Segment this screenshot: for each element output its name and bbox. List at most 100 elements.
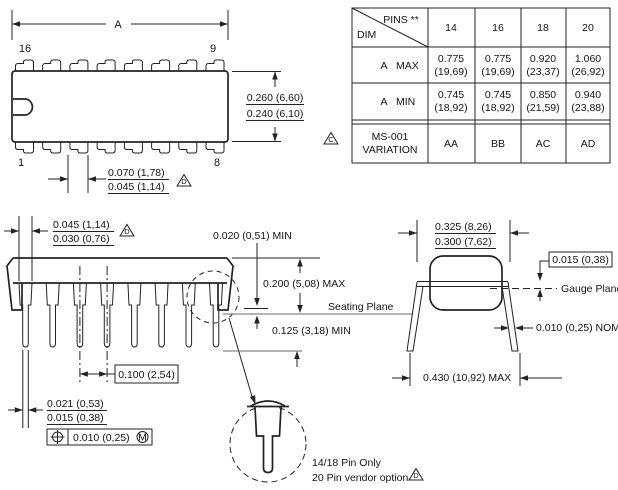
note-triangle-d-icon: D [119, 224, 135, 237]
svg-text:(19,69): (19,69) [434, 66, 467, 78]
svg-text:(23,37): (23,37) [526, 66, 559, 78]
svg-text:MAX: MAX [396, 60, 419, 72]
standoff-min: 0.020 (0,51) MIN [213, 230, 292, 242]
side-view: 0.045 (1,14) 0.030 (0,76) D [4, 216, 412, 446]
true-position-icon [50, 430, 65, 444]
top-view-pins-top [15, 59, 225, 72]
pin-8-label: 8 [214, 157, 220, 169]
lead-detail-view: 14/18 Pin Only 20 Pin vendor option D [229, 400, 424, 484]
body-width-max: 0.260 (6,60) [247, 92, 304, 104]
header-diagonal [351, 7, 429, 48]
svg-text:C: C [328, 135, 334, 144]
dim-row-spacing: 0.325 (8,26) 0.300 (7,62) [398, 220, 529, 262]
dim-pitch: 0.100 (2,54) [79, 364, 179, 384]
overall-span-max: 0.430 (10,92) MAX [423, 372, 511, 384]
tip-width-min: 0.015 (0,38) [47, 412, 104, 424]
row-spacing-max: 0.325 (8,26) [435, 221, 492, 233]
svg-text:M: M [138, 432, 147, 444]
svg-text:(21,59): (21,59) [526, 102, 559, 114]
lead-thickness-nom: 0.010 (0,25) NOM [536, 322, 618, 334]
dim-lead-width: 0.070 (1,78) 0.045 (1,14) D [48, 155, 192, 194]
svg-text:(23,88): (23,88) [571, 102, 604, 114]
detail-note-line1: 14/18 Pin Only [312, 457, 382, 469]
lead-below-min: 0.125 (3,18) MIN [272, 325, 351, 337]
pin-9-label: 9 [210, 43, 216, 55]
svg-text:MIN: MIN [396, 96, 415, 108]
svg-text:VARIATION: VARIATION [362, 144, 417, 156]
svg-text:1.060: 1.060 [575, 53, 601, 65]
svg-text:MS-001: MS-001 [372, 131, 409, 143]
svg-text:0.775: 0.775 [485, 53, 511, 65]
detail-callout-circle [186, 270, 240, 324]
table-row-a-min: A MIN 0.745 (18,92) 0.745 (18,92) 0.850 … [380, 89, 604, 114]
col-header-20: 20 [582, 22, 594, 34]
position-tolerance-frame: 0.010 (0,25) M [46, 428, 153, 446]
dim-body-height: 0.200 (5,08) MAX [263, 258, 345, 313]
svg-text:BB: BB [491, 138, 505, 150]
seating-plane-label: Seating Plane [328, 301, 394, 313]
side-view-pins [18, 282, 223, 348]
dim-lead-thickness: 0.045 (1,14) 0.030 (0,76) D [4, 216, 135, 281]
body-end-cap-left [6, 257, 23, 311]
svg-text:D: D [181, 177, 187, 186]
svg-text:0.850: 0.850 [530, 89, 556, 101]
gauge-offset-value: 0.015 (0,38) [552, 254, 609, 266]
tip-width-max: 0.021 (0,53) [47, 398, 104, 410]
end-view-lead-left [406, 281, 424, 352]
svg-text:(19,69): (19,69) [481, 66, 514, 78]
svg-text:(18,92): (18,92) [481, 102, 514, 114]
note-triangle-d-icon: D [408, 468, 424, 481]
svg-text:D: D [413, 471, 419, 480]
col-header-16: 16 [492, 22, 504, 34]
table-row-ms001: MS-001 VARIATION AA BB AC AD [362, 131, 595, 156]
svg-text:AA: AA [444, 138, 458, 150]
index-notch [13, 98, 34, 116]
table-row-a-max: A MAX 0.775 (19,69) 0.775 (19,69) 0.920 … [380, 53, 604, 78]
svg-text:0.940: 0.940 [575, 89, 601, 101]
pitch-value: 0.100 (2,54) [118, 369, 175, 381]
svg-text:0.775: 0.775 [438, 53, 464, 65]
svg-text:0.920: 0.920 [530, 53, 556, 65]
dim-lead-below: 0.125 (3,18) MIN [223, 325, 351, 367]
dim-tip-width: 0.021 (0,53) 0.015 (0,38) [8, 350, 107, 428]
svg-text:AD: AD [581, 138, 596, 150]
svg-text:AC: AC [536, 138, 551, 150]
position-tolerance-value: 0.010 (0,25) [73, 432, 130, 444]
lead-width-min: 0.045 (1,14) [108, 181, 165, 193]
detail-view-circle [229, 405, 307, 483]
svg-text:(18,92): (18,92) [434, 102, 467, 114]
svg-text:(26,92): (26,92) [571, 66, 604, 78]
dimension-table: PINS ** DIM 14 16 18 20 A MAX 0.775 (19,… [323, 7, 611, 164]
body-height-max: 0.200 (5,08) MAX [263, 278, 345, 290]
note-triangle-d-icon: D [176, 174, 192, 187]
detail-lead-dome [250, 400, 286, 407]
dim-gauge-offset: 0.015 (0,38) [537, 251, 613, 301]
table-corner-pins: PINS ** [383, 14, 419, 26]
top-view: A 16 9 1 8 0.260 (6, [11, 10, 308, 194]
body-end-cap-right [217, 257, 234, 311]
table-corner-dim: DIM [357, 29, 376, 41]
dim-body-width: 0.260 (6,60) 0.240 (6,10) [232, 71, 308, 142]
package-body-end-view [429, 255, 503, 311]
note-triangle-c-icon: C [323, 132, 339, 145]
end-view: 0.325 (8,26) 0.300 (7,62) Gauge Plane 0.… [392, 220, 618, 386]
svg-text:A: A [380, 96, 387, 108]
detail-note-line2: 20 Pin vendor option [312, 472, 408, 484]
gauge-plane-label: Gauge Plane [561, 283, 618, 295]
lead-thickness-max: 0.045 (1,14) [53, 219, 110, 231]
end-view-lead-right [501, 281, 519, 352]
svg-text:A: A [380, 60, 387, 72]
top-view-pins-bottom [15, 141, 225, 154]
detail-lead-outline [254, 406, 282, 474]
dim-standoff: 0.020 (0,51) MIN [213, 230, 292, 329]
mmc-modifier-icon: M [136, 431, 149, 444]
col-header-18: 18 [537, 22, 549, 34]
row-spacing-min: 0.300 (7,62) [435, 236, 492, 248]
svg-text:0.745: 0.745 [438, 89, 464, 101]
pin-16-label: 16 [19, 43, 31, 55]
dim-a-label: A [114, 19, 122, 31]
svg-text:0.745: 0.745 [485, 89, 511, 101]
pin-1-label: 1 [18, 157, 24, 169]
